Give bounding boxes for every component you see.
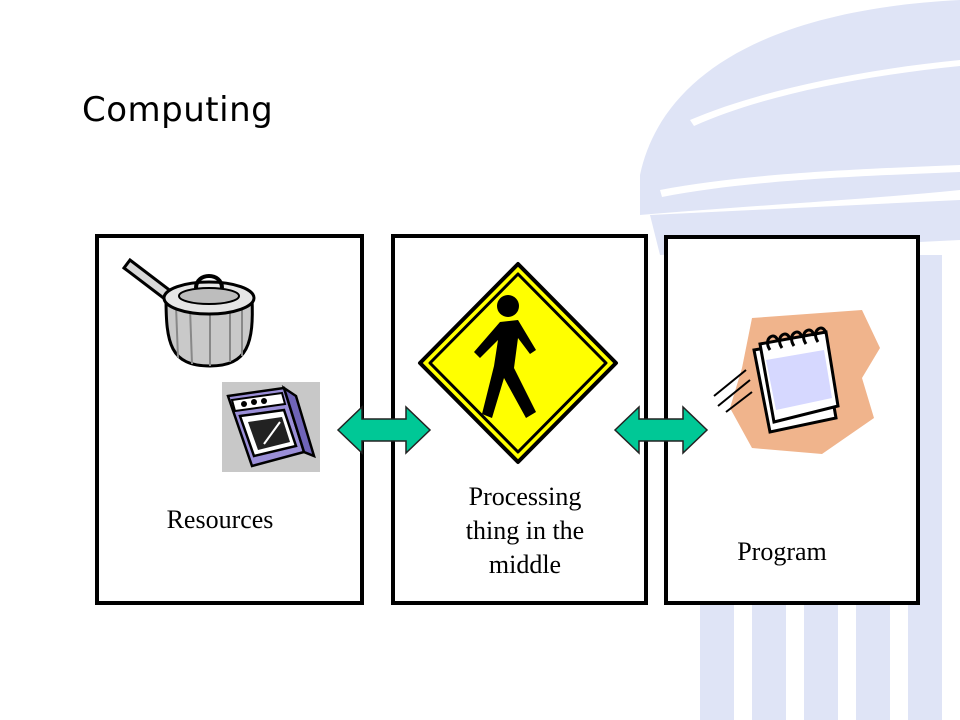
panel-label-program: Program [737, 537, 827, 566]
panel-label-processing: Processing thing in the middle [465, 482, 585, 579]
notepad-icon [713, 310, 880, 454]
saucepan-icon [121, 257, 256, 368]
slide-title: Computing [82, 90, 274, 130]
oven-icon [222, 382, 320, 472]
pedestrian-crossing-sign-icon [418, 262, 618, 464]
double-arrow-resources-processing [336, 405, 432, 455]
panel-label-resources: Resources [166, 505, 274, 534]
double-arrow-processing-program [613, 405, 709, 455]
